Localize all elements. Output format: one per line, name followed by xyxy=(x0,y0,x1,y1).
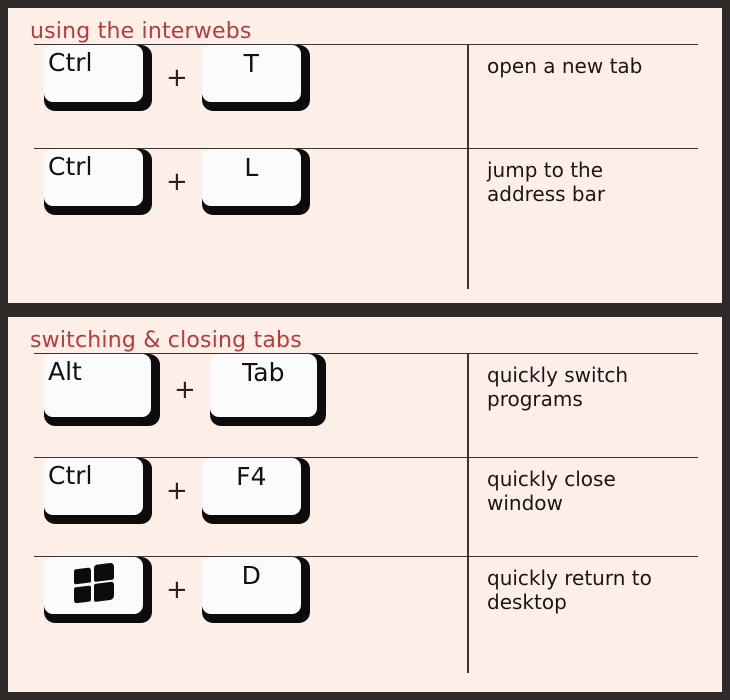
plus-symbol: + xyxy=(166,575,188,606)
keycap-ctrl[interactable]: Ctrl xyxy=(44,458,152,525)
keycap-label: Ctrl xyxy=(48,48,93,78)
keycap-f4[interactable]: F4 xyxy=(201,458,310,525)
keycap-ctrl[interactable]: Ctrl xyxy=(44,45,152,112)
keycap-alt[interactable]: Alt xyxy=(44,354,160,427)
keycap-face: T xyxy=(201,45,301,103)
plus-symbol: + xyxy=(166,63,188,94)
plus-symbol: + xyxy=(166,476,188,507)
keycap-face: Tab xyxy=(209,354,317,418)
keycap-face: Ctrl xyxy=(44,149,143,207)
key-combination: Ctrl + T xyxy=(34,45,467,112)
keycap-tab[interactable]: Tab xyxy=(209,354,326,427)
keycap-face: Ctrl xyxy=(44,45,143,103)
windows-logo-icon xyxy=(73,562,114,604)
keycap-label: Ctrl xyxy=(48,152,93,182)
plus-symbol: + xyxy=(174,375,196,406)
panel-using-the-interwebs: using the interwebs Ctrl + T xyxy=(8,8,722,303)
column-divider xyxy=(467,44,469,290)
panel-title: switching & closing tabs xyxy=(30,328,302,353)
column-divider xyxy=(467,353,469,674)
keycap-face: Alt xyxy=(44,354,151,418)
keycap-face: F4 xyxy=(201,458,301,516)
key-combination: Alt + Tab xyxy=(34,354,467,427)
shortcut-rows: Ctrl + T open a new tab C xyxy=(34,44,698,290)
keycap-face: D xyxy=(201,557,301,615)
key-combination: Ctrl + L xyxy=(34,149,467,216)
panel-gap xyxy=(8,303,722,317)
keycap-label: Tab xyxy=(242,358,285,388)
keycap-label: T xyxy=(243,49,259,79)
keycap-label: L xyxy=(244,153,259,183)
shortcut-row: Ctrl + T open a new tab xyxy=(34,44,698,148)
panel-title: using the interwebs xyxy=(30,19,252,44)
keycap-d[interactable]: D xyxy=(201,557,310,624)
plus-symbol: + xyxy=(166,167,188,198)
keycap-label: F4 xyxy=(236,462,267,492)
panel-switching-and-closing-tabs: switching & closing tabs Alt + Tab xyxy=(8,317,722,692)
keycap-label: Ctrl xyxy=(48,461,93,491)
key-combination: + D xyxy=(34,557,467,624)
keycap-t[interactable]: T xyxy=(201,45,310,112)
keycap-face: L xyxy=(201,149,301,207)
keycap-l[interactable]: L xyxy=(201,149,310,216)
shortcut-description: open a new tab xyxy=(487,54,643,79)
keycap-face xyxy=(44,557,143,615)
key-combination: Ctrl + F4 xyxy=(34,458,467,525)
keycap-ctrl[interactable]: Ctrl xyxy=(44,149,152,216)
keycap-face: Ctrl xyxy=(44,458,143,516)
keycap-label: Alt xyxy=(48,357,82,387)
keycap-windows[interactable] xyxy=(44,557,152,624)
keycap-label: D xyxy=(241,561,261,591)
